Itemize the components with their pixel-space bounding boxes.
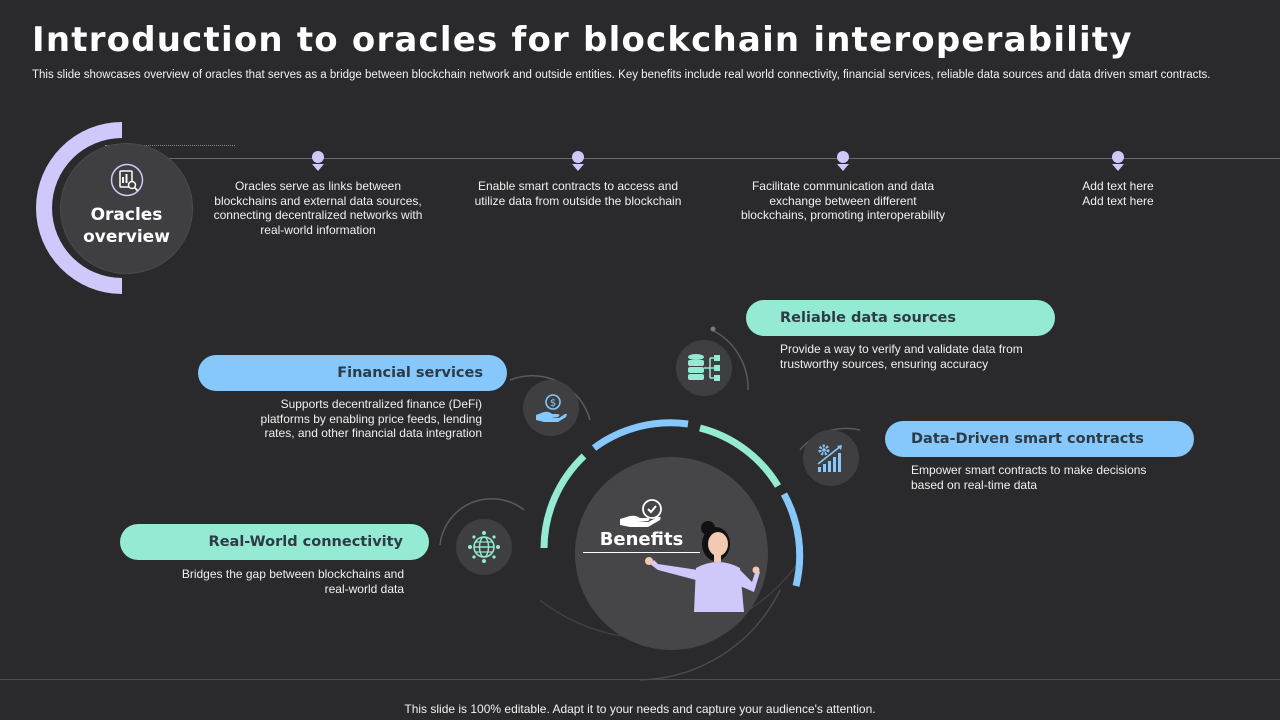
real-world-icon-wrap — [456, 519, 512, 575]
data-driven-title: Data-Driven smart contracts — [911, 431, 1144, 447]
dotted-connector — [105, 145, 235, 160]
data-driven-desc: Empower smart contracts to make decision… — [911, 463, 1147, 492]
timeline-text: Add text here Add text here — [1082, 179, 1154, 208]
overview-title-line1: Oracles — [90, 205, 163, 225]
page-title: Introduction to oracles for blockchain i… — [32, 20, 1133, 60]
benefits-circle — [575, 457, 768, 650]
timeline-pin — [1112, 151, 1124, 171]
timeline-text: Enable smart contracts to access and uti… — [474, 179, 682, 208]
timeline-pin — [572, 151, 584, 171]
database-network-icon — [688, 354, 720, 381]
timeline-text: Oracles serve as links between blockchai… — [213, 179, 423, 237]
globe-network-icon — [468, 531, 500, 563]
financial-services-title: Financial services — [337, 365, 483, 381]
timeline-pin — [837, 151, 849, 171]
real-world-pill: Real-World connectivity — [120, 524, 429, 560]
timeline-line — [120, 158, 1280, 159]
overview-arc — [36, 122, 122, 294]
reliable-data-sources-icon-wrap — [676, 340, 732, 396]
footer-note: This slide is 100% editable. Adapt it to… — [404, 702, 876, 716]
data-driven-icon-wrap — [803, 430, 859, 486]
footer-divider — [0, 679, 1280, 680]
svg-text:$: $ — [550, 398, 556, 409]
benefits-label: Benefits — [583, 529, 700, 553]
data-driven-pill: Data-Driven smart contracts — [885, 421, 1194, 457]
timeline-pin — [312, 151, 324, 171]
presenter-illustration — [645, 521, 760, 612]
real-world-title: Real-World connectivity — [208, 534, 403, 550]
overview-title-line2: overview — [83, 227, 170, 247]
real-world-desc: Bridges the gap between blockchains and … — [181, 567, 404, 596]
reliable-data-sources-pill: Reliable data sources — [746, 300, 1055, 336]
timeline-text: Facilitate communication and data exchan… — [740, 179, 946, 222]
hand-check-icon — [620, 499, 662, 527]
hand-coin-icon: $ — [536, 394, 567, 422]
gear-growth-chart-icon — [817, 444, 842, 472]
financial-services-pill: Financial services — [198, 355, 507, 391]
page-subtitle: This slide showcases overview of oracles… — [32, 69, 1211, 81]
reliable-data-sources-title: Reliable data sources — [780, 310, 957, 326]
document-search-icon — [110, 163, 144, 197]
reliable-data-sources-desc: Provide a way to verify and validate dat… — [780, 342, 1023, 371]
financial-services-desc: Supports decentralized finance (DeFi) pl… — [260, 397, 482, 440]
overview-title: Oracles overview — [60, 204, 193, 248]
financial-services-icon-wrap: $ — [523, 380, 579, 436]
